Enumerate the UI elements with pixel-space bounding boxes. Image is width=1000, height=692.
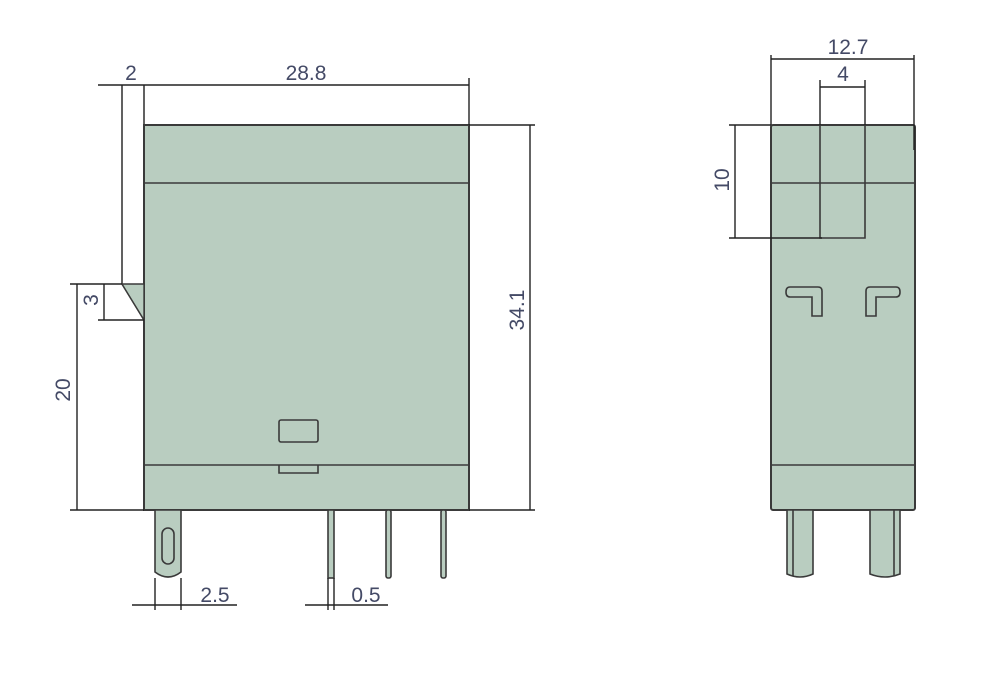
dim-width: 28.8 bbox=[286, 62, 327, 85]
slot bbox=[819, 125, 866, 239]
coil-pin bbox=[154, 509, 182, 578]
dimension-lines bbox=[729, 55, 915, 239]
contact-pin bbox=[385, 509, 392, 579]
contact-pin bbox=[440, 509, 447, 579]
l-slot-left bbox=[785, 286, 823, 317]
dim-tab-width: 2 bbox=[125, 62, 137, 85]
latch-window bbox=[278, 419, 319, 443]
contact-pin bbox=[327, 509, 335, 579]
dim-height: 34.1 bbox=[506, 290, 529, 331]
clip-latch bbox=[120, 283, 145, 323]
dimension-lines bbox=[70, 78, 535, 610]
side-view: 2 28.8 34.1 20 3 2.5 0.5 bbox=[52, 62, 535, 610]
dim-latch-height: 20 bbox=[52, 378, 75, 401]
relay-body-end bbox=[770, 124, 916, 511]
dim-slot-width: 4 bbox=[837, 63, 849, 86]
dim-slot-depth: 10 bbox=[711, 168, 734, 191]
end-view: 12.7 4 10 bbox=[711, 36, 916, 578]
dim-pin-thickness: 0.5 bbox=[351, 584, 380, 607]
end-pin bbox=[786, 509, 814, 578]
relay-body-side bbox=[143, 124, 470, 511]
dim-pin-width: 2.5 bbox=[200, 584, 229, 607]
l-slot-right bbox=[865, 286, 901, 317]
dim-end-width: 12.7 bbox=[828, 36, 869, 59]
dim-latch-size: 3 bbox=[80, 294, 103, 306]
end-pin bbox=[869, 509, 901, 578]
base-tab bbox=[278, 465, 319, 474]
